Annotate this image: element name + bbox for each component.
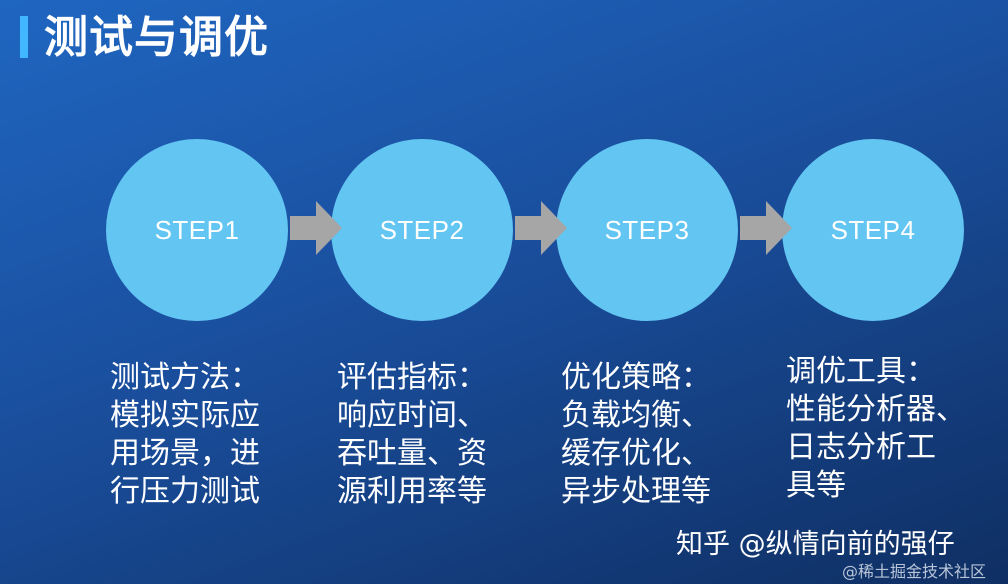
step-3-label: STEP3 (604, 214, 690, 245)
step-1-line: 行压力测试 (110, 474, 260, 509)
step-3-line: 缓存优化、 (561, 436, 711, 471)
step-4-heading: 调优工具： (786, 354, 936, 389)
step-2-heading: 评估指标： (337, 360, 487, 395)
step-3-description: 优化策略： 负载均衡、 缓存优化、 异步处理等 (561, 359, 711, 511)
step-4-circle: STEP4 (782, 139, 964, 321)
step-4-description: 调优工具： 性能分析器、 日志分析工 具等 (786, 353, 966, 505)
step-4-label: STEP4 (830, 214, 916, 245)
step-3-line: 异步处理等 (561, 474, 711, 509)
page-title: 测试与调优 (44, 12, 269, 63)
step-1-heading: 测试方法： (110, 360, 260, 395)
step-3-circle: STEP3 (556, 139, 738, 321)
step-4-line: 日志分析工 (786, 430, 936, 465)
step-3-line: 负载均衡、 (561, 398, 711, 433)
arrow-right-icon (290, 201, 342, 255)
step-1-description: 测试方法： 模拟实际应 用场景，进 行压力测试 (110, 359, 260, 511)
step-2-description: 评估指标： 响应时间、 吞吐量、资 源利用率等 (337, 359, 487, 511)
arrow-right-icon (740, 201, 792, 255)
step-3-heading: 优化策略： (561, 360, 711, 395)
zhihu-watermark: 知乎 @纵情向前的强仔 (676, 529, 955, 560)
step-1-line: 用场景，进 (110, 436, 260, 471)
step-2-line: 源利用率等 (337, 474, 487, 509)
step-4-line: 性能分析器、 (786, 392, 966, 427)
step-1-line: 模拟实际应 (110, 398, 260, 433)
juejin-watermark: @稀土掘金技术社区 (842, 562, 987, 581)
step-4-line: 具等 (786, 468, 846, 503)
step-1-label: STEP1 (154, 214, 240, 245)
step-2-line: 响应时间、 (337, 398, 487, 433)
step-2-circle: STEP2 (331, 139, 513, 321)
step-1-circle: STEP1 (106, 139, 288, 321)
arrow-right-icon (515, 201, 567, 255)
title-accent-bar (20, 16, 28, 58)
step-2-label: STEP2 (379, 214, 465, 245)
step-2-line: 吞吐量、资 (337, 436, 487, 471)
